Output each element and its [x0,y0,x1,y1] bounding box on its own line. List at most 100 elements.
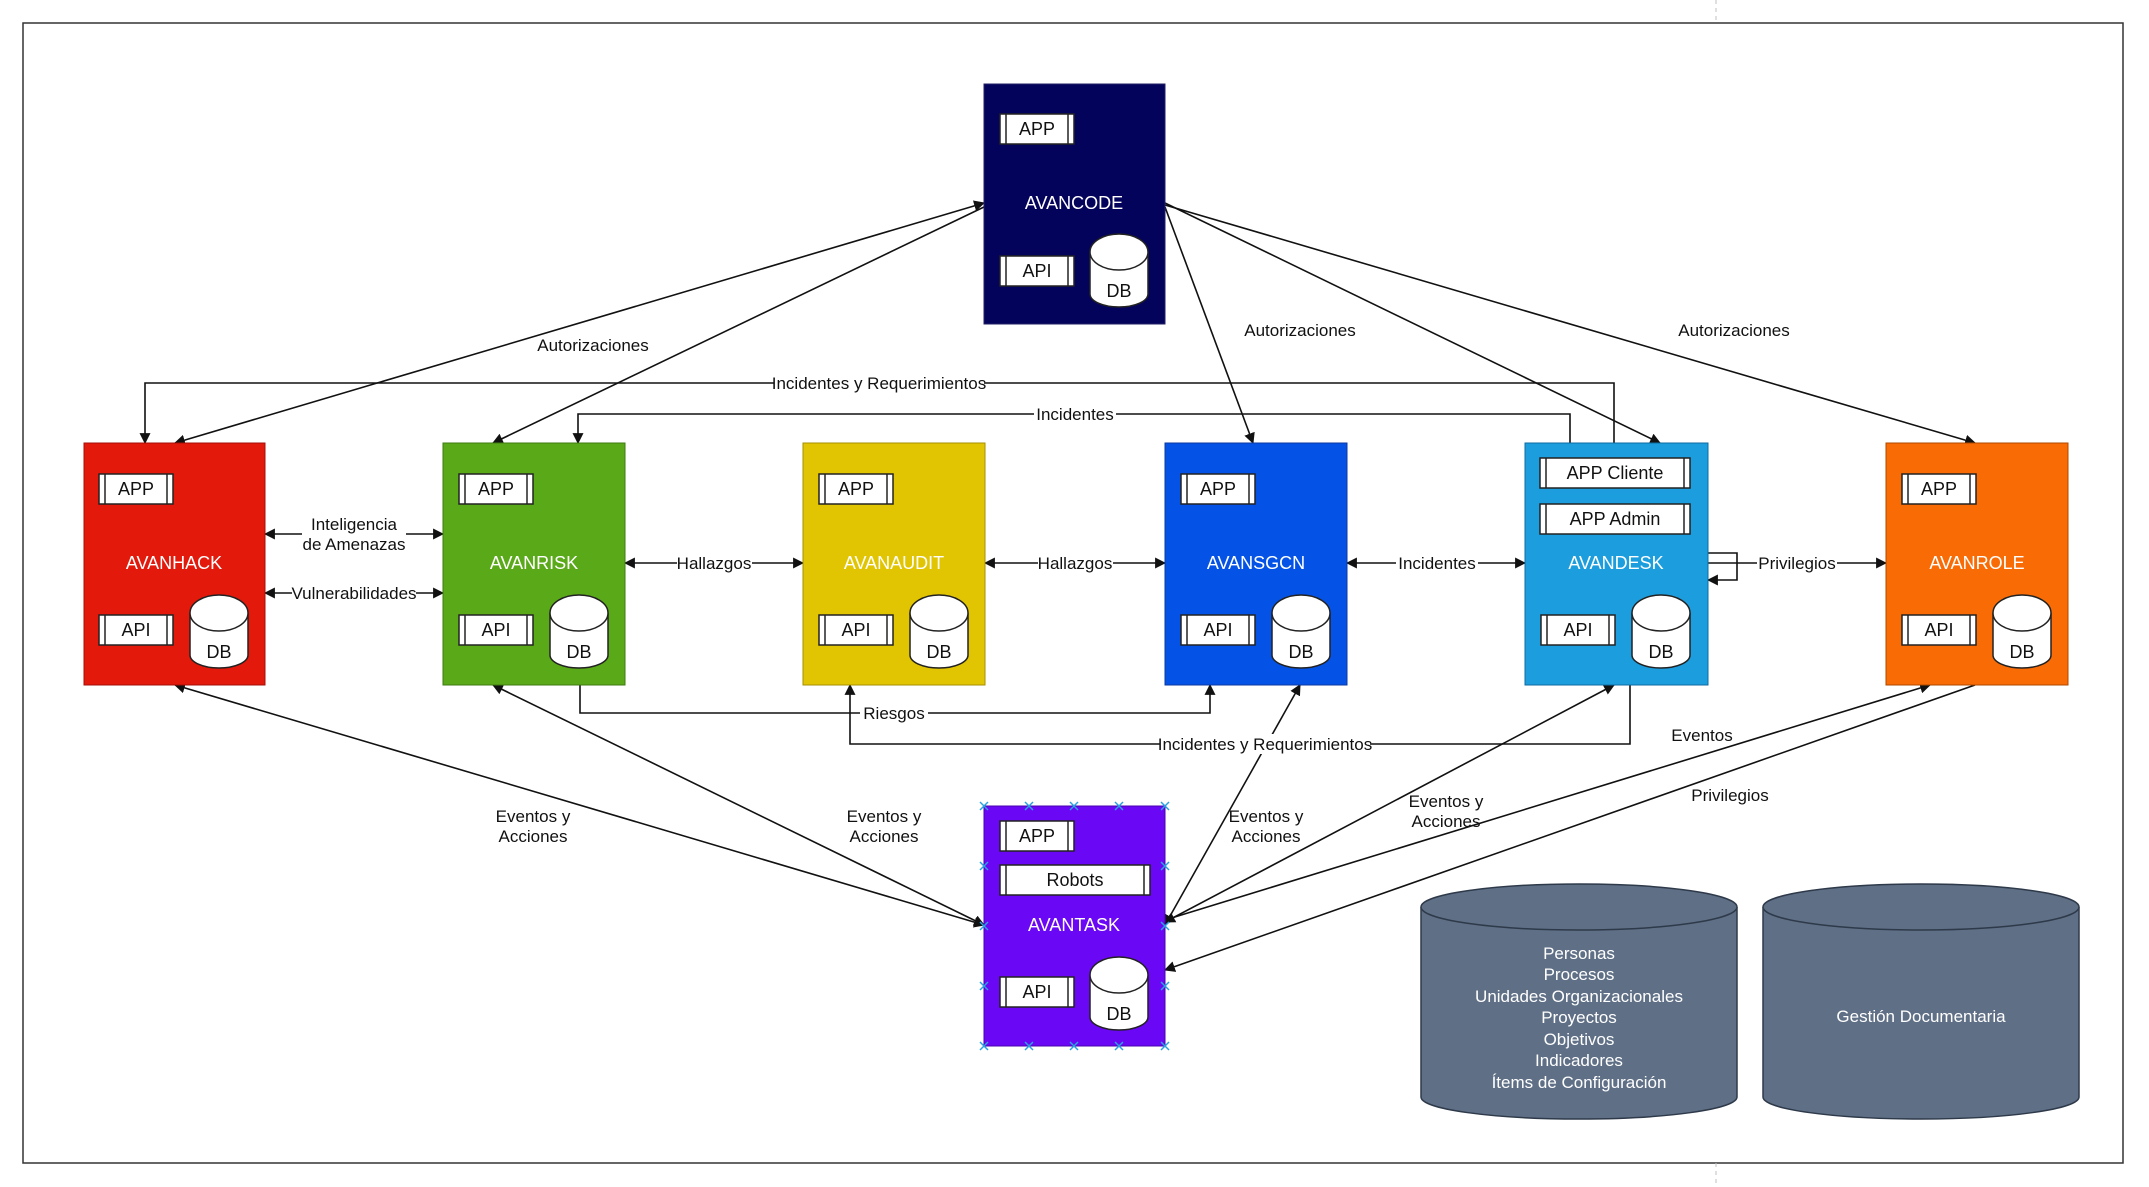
store-line-objetivos: Objetivos [1544,1030,1615,1049]
label-eventos-acciones-hack-2: Acciones [499,827,568,846]
svg-text:APP: APP [1200,479,1236,499]
label-eventos-acciones-desk-1: Eventos y [1409,792,1484,811]
svg-text:DB: DB [1648,642,1673,662]
api-component: API [1180,614,1256,646]
svg-text:API: API [121,620,150,640]
app-component: APP [1180,473,1256,505]
svg-text:API: API [1022,261,1051,281]
system-avanhack[interactable]: APP AVANHACK API DB [83,442,266,686]
edge-task-risk [492,684,985,926]
selection-handles [979,801,1170,1051]
system-title: AVANTASK [1028,915,1120,935]
edge-labels: Autorizaciones Autorizaciones Autorizaci… [291,321,1837,846]
edge-task-role-eventos [1164,682,1932,921]
app-component: APP [818,473,894,505]
svg-text:APP Cliente: APP Cliente [1567,463,1664,483]
edge-role-task-privilegios [1163,684,1976,972]
label-hallazgos-2: Hallazgos [1038,554,1113,573]
svg-text:API: API [1924,620,1953,640]
diagram-frame [22,22,2124,1164]
system-avancode[interactable]: APP AVANCODE API DB [983,83,1166,325]
edge-task-sgcn [1164,684,1301,926]
label-inteligencia-1: Inteligencia [311,515,398,534]
label-incidentes-requerimientos-top: Incidentes y Requerimientos [772,374,987,393]
api-component: API [458,614,534,646]
system-avanaudit[interactable]: APP AVANAUDIT API DB [802,442,986,686]
app-component: APP [999,113,1075,145]
store-line-proyectos: Proyectos [1541,1008,1617,1027]
label-eventos-acciones-risk-1: Eventos y [847,807,922,826]
api-component: API [1540,614,1616,646]
label-incidentes-requerimientos-bottom: Incidentes y Requerimientos [1158,735,1373,754]
datastore-master-data[interactable]: Personas Procesos Unidades Organizaciona… [1420,883,1738,1120]
edge-avancode-avansgcn [1164,206,1255,445]
system-avandesk[interactable]: APP Cliente APP Admin AVANDESK API DB [1524,442,1709,686]
label-vulnerabilidades: Vulnerabilidades [291,584,416,603]
svg-text:DB: DB [206,642,231,662]
database-icon: DB [189,594,249,669]
svg-text:DB: DB [566,642,591,662]
svg-text:Robots: Robots [1046,870,1103,890]
svg-text:APP: APP [838,479,874,499]
database-icon: DB [1271,594,1331,669]
label-riesgos: Riesgos [863,704,924,723]
app-component: APP [1901,473,1977,505]
system-title: AVANCODE [1025,193,1123,213]
app-component: APP [999,820,1075,852]
edge-task-desk [1164,684,1615,923]
store-line-unidades: Unidades Organizacionales [1475,987,1683,1006]
svg-text:API: API [1203,620,1232,640]
api-component: API [98,614,174,646]
label-incidentes-top: Incidentes [1036,405,1114,424]
system-title: AVANAUDIT [844,553,944,573]
database-icon: DB [1089,233,1149,308]
edge-avancode-avandesk [1164,202,1661,444]
svg-text:API: API [841,620,870,640]
label-eventos-acciones-sgcn-1: Eventos y [1229,807,1304,826]
svg-text:API: API [481,620,510,640]
label-inteligencia-2: de Amenazas [302,535,405,554]
svg-text:APP: APP [478,479,514,499]
database-icon: DB [909,594,969,669]
edge-desk-self-loop [1706,552,1738,586]
svg-text:APP Admin: APP Admin [1570,509,1661,529]
store-line-indicadores: Indicadores [1535,1051,1623,1070]
system-avanrisk[interactable]: APP AVANRISK API DB [442,442,626,686]
label-eventos: Eventos [1671,726,1732,745]
svg-text:API: API [1022,982,1051,1002]
store-line-procesos: Procesos [1544,965,1615,984]
svg-text:DB: DB [926,642,951,662]
svg-text:APP: APP [118,479,154,499]
system-title: AVANSGCN [1207,553,1305,573]
svg-text:APP: APP [1019,119,1055,139]
edge-avancode-avanrole [1164,204,1977,446]
system-title: AVANDESK [1568,553,1663,573]
label-autorizaciones-hack: Autorizaciones [537,336,649,355]
database-icon: DB [1631,594,1691,669]
app-cliente-component: APP Cliente [1539,457,1691,489]
app-admin-component: APP Admin [1539,503,1691,535]
label-autorizaciones-role: Autorizaciones [1678,321,1790,340]
datastore-document-management[interactable]: Gestión Documentaria [1762,883,2080,1120]
svg-text:DB: DB [1106,1004,1131,1024]
store-line-gestion-documentaria: Gestión Documentaria [1836,1007,2006,1026]
label-privilegios-mid: Privilegios [1758,554,1835,573]
system-title: AVANROLE [1929,553,2024,573]
database-icon: DB [549,594,609,669]
system-avantask[interactable]: APP Robots AVANTASK API DB [979,801,1170,1051]
label-incidentes-mid: Incidentes [1398,554,1476,573]
label-eventos-acciones-risk-2: Acciones [850,827,919,846]
svg-text:DB: DB [1288,642,1313,662]
system-avansgcn[interactable]: APP AVANSGCN API DB [1164,442,1348,686]
database-icon: DB [1089,956,1149,1031]
edge-avancode-avanhack [173,200,986,446]
label-eventos-acciones-sgcn-2: Acciones [1232,827,1301,846]
edge-avancode-avanrisk [492,206,985,444]
system-avanrole[interactable]: APP AVANROLE API DB [1885,442,2069,686]
svg-text:APP: APP [1019,826,1055,846]
store-line-items-configuracion: Ítems de Configuración [1492,1073,1667,1092]
svg-text:APP: APP [1921,479,1957,499]
api-component: API [999,255,1075,287]
api-component: API [999,976,1075,1008]
